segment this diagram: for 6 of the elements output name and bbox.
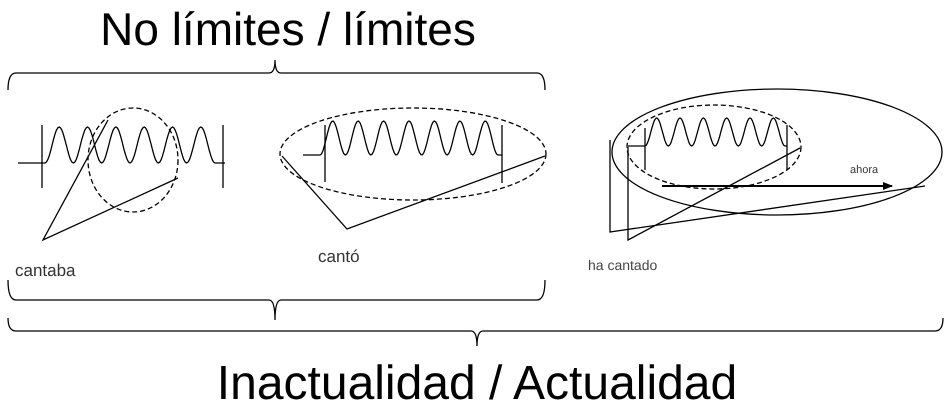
caption: Inactualidad / Actualidad	[216, 360, 738, 408]
tense-label: cantó	[318, 248, 360, 265]
title: No límites / límites	[100, 6, 476, 52]
tense-label: ha cantado	[588, 258, 658, 272]
tense-label: ahora	[850, 165, 878, 176]
tense-label: cantaba	[15, 262, 76, 279]
